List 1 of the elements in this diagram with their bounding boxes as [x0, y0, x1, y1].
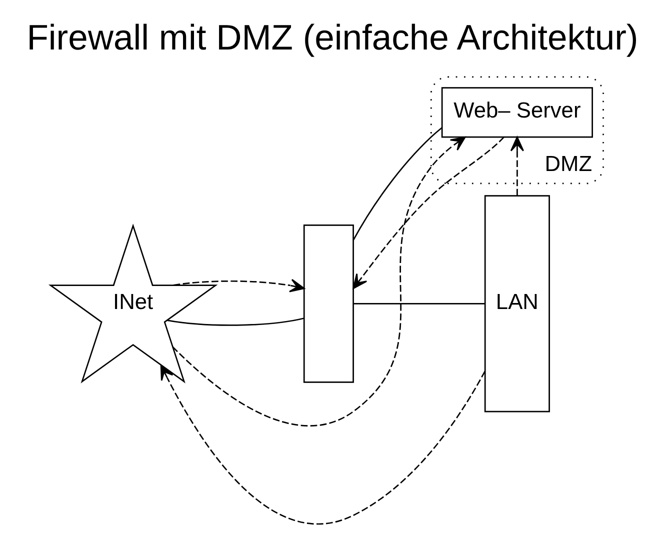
diagram-title: Firewall mit DMZ (einfache Architektur)	[26, 16, 638, 57]
